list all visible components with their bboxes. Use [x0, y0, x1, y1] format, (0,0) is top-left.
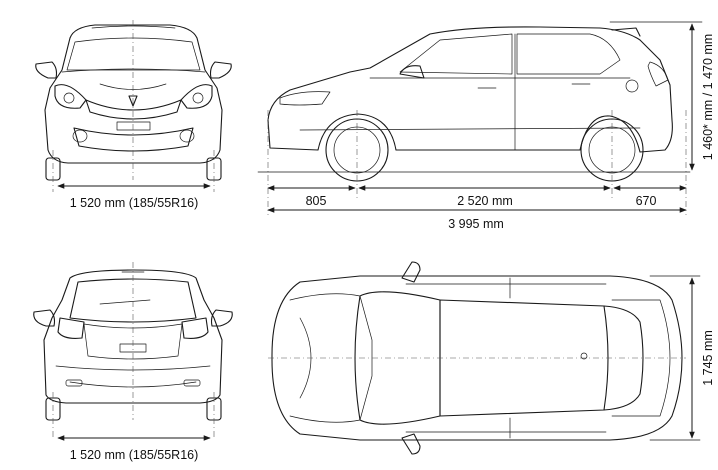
rear-track-dimension: 1 520 mm (185/55R16) — [57, 435, 211, 462]
length-dimensions: 805 2 520 mm 670 3 995 mm — [267, 185, 687, 231]
front-track-label: 1 520 mm (185/55R16) — [70, 196, 199, 210]
rear-track-label: 1 520 mm (185/55R16) — [70, 448, 199, 462]
front-view — [35, 20, 232, 192]
front-track-dimension: 1 520 mm (185/55R16) — [57, 183, 211, 210]
overall-length-label: 3 995 mm — [448, 217, 504, 231]
width-dimension: 1 745 mm — [649, 275, 715, 441]
side-view — [257, 26, 691, 215]
height-label: 1 460* mm / 1 470 mm — [701, 34, 715, 160]
top-view — [268, 261, 686, 455]
wheelbase-label: 2 520 mm — [457, 194, 513, 208]
width-label: 1 745 mm — [701, 330, 715, 386]
rear-overhang-label: 670 — [636, 194, 657, 208]
height-dimension: 1 460* mm / 1 470 mm — [609, 21, 715, 171]
rear-view — [33, 262, 233, 438]
front-overhang-label: 805 — [306, 194, 327, 208]
